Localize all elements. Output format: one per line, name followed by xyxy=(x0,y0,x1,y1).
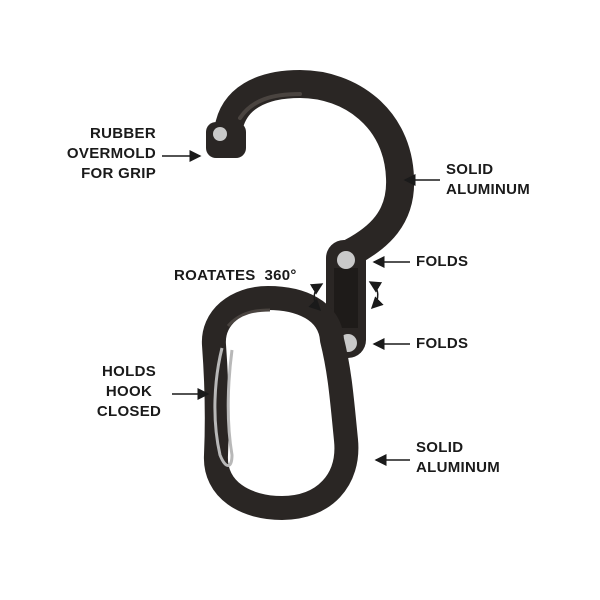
annotation-arrows xyxy=(162,150,440,466)
rotate-arc-right-icon xyxy=(368,281,384,310)
label-rotates: ROATATES 360° xyxy=(174,266,297,286)
rubber-tip xyxy=(206,122,246,158)
label-line: SOLID xyxy=(416,439,464,456)
tip-rivet-icon xyxy=(213,127,227,141)
upper-hook xyxy=(206,69,415,266)
label-rubber-overmold: RUBBER OVERMOLD FOR GRIP xyxy=(58,124,156,184)
rotate-arc-left-icon xyxy=(308,283,324,312)
label-line: HOOK xyxy=(105,383,153,400)
label-line: OVERMOLD xyxy=(66,145,156,162)
label-line: ALUMINUM xyxy=(446,181,531,198)
label-line: FOLDS xyxy=(416,335,469,352)
lower-loop xyxy=(201,286,359,520)
label-solid-aluminum-top: SOLID ALUMINUM xyxy=(446,160,530,200)
label-line: SOLID xyxy=(446,161,494,178)
label-line: HOLDS xyxy=(102,363,156,380)
label-line: FOR GRIP xyxy=(81,165,156,182)
label-line: FOLDS xyxy=(416,253,469,270)
label-line: ALUMINUM xyxy=(416,459,501,476)
label-line: RUBBER xyxy=(90,125,156,142)
label-folds-bottom: FOLDS xyxy=(416,334,468,354)
label-folds-top: FOLDS xyxy=(416,252,468,272)
label-solid-aluminum-bottom: SOLID ALUMINUM xyxy=(416,438,500,478)
spring-gate-wire xyxy=(213,347,234,467)
label-holds-hook: HOLDS HOOK CLOSED xyxy=(92,362,166,422)
hinge-rivet-top-icon xyxy=(337,251,355,269)
label-line: CLOSED xyxy=(96,403,162,420)
label-line: ROATATES 360° xyxy=(174,267,297,284)
